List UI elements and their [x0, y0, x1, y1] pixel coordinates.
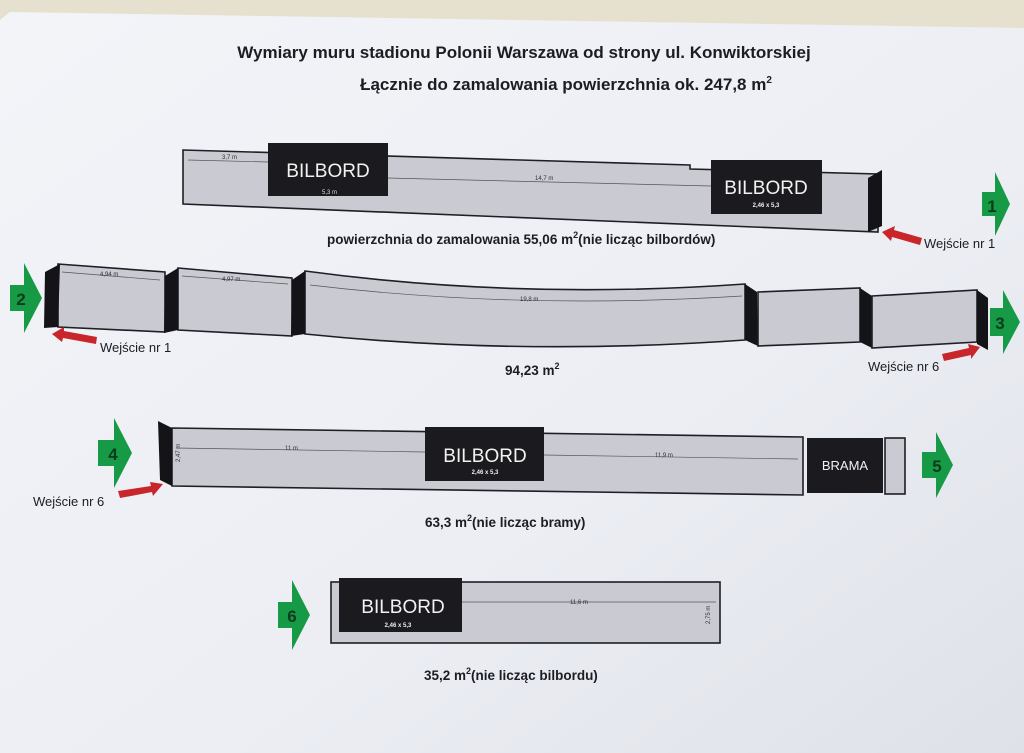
green-arrow-icon: 5 — [922, 432, 953, 498]
dimension-line — [543, 454, 799, 460]
billboard-size: 2,46 x 5,3 — [385, 623, 412, 629]
wall-section-3: 11 m 11,9 m 2,47 m BILBORD 2,46 x 5,3 BR… — [158, 421, 906, 496]
caption-suffix: (nie licząc bilbordów) — [578, 232, 715, 247]
wall-panel — [757, 287, 861, 347]
green-arrow-shape — [982, 172, 1010, 236]
title-line-1: Wymiary muru stadionu Polonii Warszawa o… — [237, 43, 810, 62]
gate-label: BRAMA — [822, 458, 869, 473]
dimension-line — [181, 275, 289, 285]
dimension-label: 5,3 m — [322, 190, 337, 196]
dimension-line — [61, 271, 161, 281]
caption-superscript: 2 — [573, 230, 578, 240]
section-number: 4 — [108, 445, 118, 464]
green-arrow-shape — [278, 580, 310, 650]
dimension-label: 14,7 m — [535, 176, 553, 182]
dimension-label: 11,6 m — [570, 600, 588, 606]
red-arrow-icon — [942, 344, 980, 361]
wall-section-2: 4,94 m 4,97 m 19,8 m — [44, 263, 988, 350]
caption-text: powierzchnia do zamalowania 55,06 m — [327, 232, 573, 247]
section-3-caption: 63,3 m2(nie licząc bramy) — [425, 513, 585, 530]
green-arrow-icon: 2 — [10, 263, 42, 333]
section-number: 1 — [987, 197, 996, 216]
red-arrow-icon — [52, 327, 97, 344]
title-superscript: 2 — [766, 75, 772, 86]
green-arrow-icon: 1 — [982, 172, 1010, 236]
dimension-line — [175, 447, 426, 453]
dimension-label: 11 m — [285, 446, 298, 452]
caption-superscript: 2 — [466, 666, 471, 676]
billboard-label: BILBORD — [443, 446, 526, 467]
red-arrow-icon — [882, 226, 922, 245]
caption-superscript: 2 — [555, 361, 560, 371]
billboard-size: 2,46 x 5,3 — [753, 203, 780, 209]
dimension-label: 2,75 m — [706, 606, 712, 624]
green-arrow-icon: 6 — [278, 580, 310, 650]
dimension-label: 4,97 m — [222, 277, 240, 283]
caption-text: 35,2 m — [424, 668, 466, 683]
dimension-line — [387, 177, 712, 187]
dimension-label: 11,9 m — [655, 453, 673, 459]
green-arrow-shape — [922, 432, 953, 498]
green-arrow-shape — [10, 263, 42, 333]
entrance-label: Wejście nr 1 — [100, 340, 171, 355]
section-1-caption: powierzchnia do zamalowania 55,06 m2(nie… — [327, 230, 715, 247]
dimension-line — [187, 159, 269, 163]
section-number: 5 — [932, 457, 941, 476]
dimension-label: 4,94 m — [100, 272, 118, 278]
billboard-size: 2,46 x 5,3 — [472, 470, 499, 476]
green-arrow-shape — [98, 418, 132, 488]
green-arrow-shape — [990, 290, 1020, 354]
caption-suffix: (nie licząc bramy) — [472, 515, 585, 530]
wall-end-cap — [164, 268, 178, 333]
billboard-label: BILBORD — [724, 178, 807, 199]
billboard-label: BILBORD — [361, 597, 444, 618]
wall-end-cap — [291, 271, 305, 336]
caption-text: 94,23 m — [505, 363, 555, 378]
title-line-2-text: Łącznie do zamalowania powierzchnia ok. … — [360, 75, 766, 94]
billboard-label: BILBORD — [286, 161, 369, 182]
billboard — [711, 160, 822, 214]
wall-end-cap — [860, 288, 872, 348]
caption-text: 63,3 m — [425, 515, 467, 530]
dimension-line — [309, 284, 743, 302]
gate-post — [884, 437, 906, 495]
wall-end-cap — [977, 290, 988, 350]
gate — [807, 438, 883, 493]
wall-end-cap — [158, 421, 172, 486]
entrance-label: Wejście nr 1 — [924, 236, 995, 251]
caption-suffix: (nie licząc bilbordu) — [471, 668, 598, 683]
entrance-label: Wejście nr 6 — [868, 359, 939, 374]
section-number: 2 — [16, 290, 25, 309]
entrance-label: Wejście nr 6 — [33, 494, 104, 509]
caption-superscript: 2 — [467, 513, 472, 523]
billboard — [268, 143, 388, 196]
wall-section-4: 11,6 m 2,75 m BILBORD 2,46 x 5,3 — [330, 578, 721, 644]
dimension-label: 3,7 m — [222, 155, 237, 161]
dimension-label: 2,47 m — [176, 444, 182, 462]
section-number: 3 — [995, 314, 1004, 333]
red-arrow-icon — [118, 482, 163, 498]
wall-end-cap — [745, 284, 758, 346]
dimension-label: 19,8 m — [520, 297, 538, 303]
billboard — [339, 578, 462, 632]
billboard — [425, 427, 544, 481]
green-arrow-icon: 3 — [990, 290, 1020, 354]
section-2-caption: 94,23 m2 — [505, 361, 560, 378]
section-4-caption: 35,2 m2(nie licząc bilbordu) — [424, 666, 598, 683]
wall-panel — [871, 289, 978, 349]
title-line-2: Łącznie do zamalowania powierzchnia ok. … — [360, 75, 772, 94]
wall-end-cap — [44, 264, 60, 328]
wall-end-cap — [868, 170, 882, 232]
wall-section-1: 3,7 m 14,7 m BILBORD 5,3 m BILBORD 2,46 … — [182, 143, 882, 233]
section-number: 6 — [287, 607, 296, 626]
green-arrow-icon: 4 — [98, 418, 132, 488]
